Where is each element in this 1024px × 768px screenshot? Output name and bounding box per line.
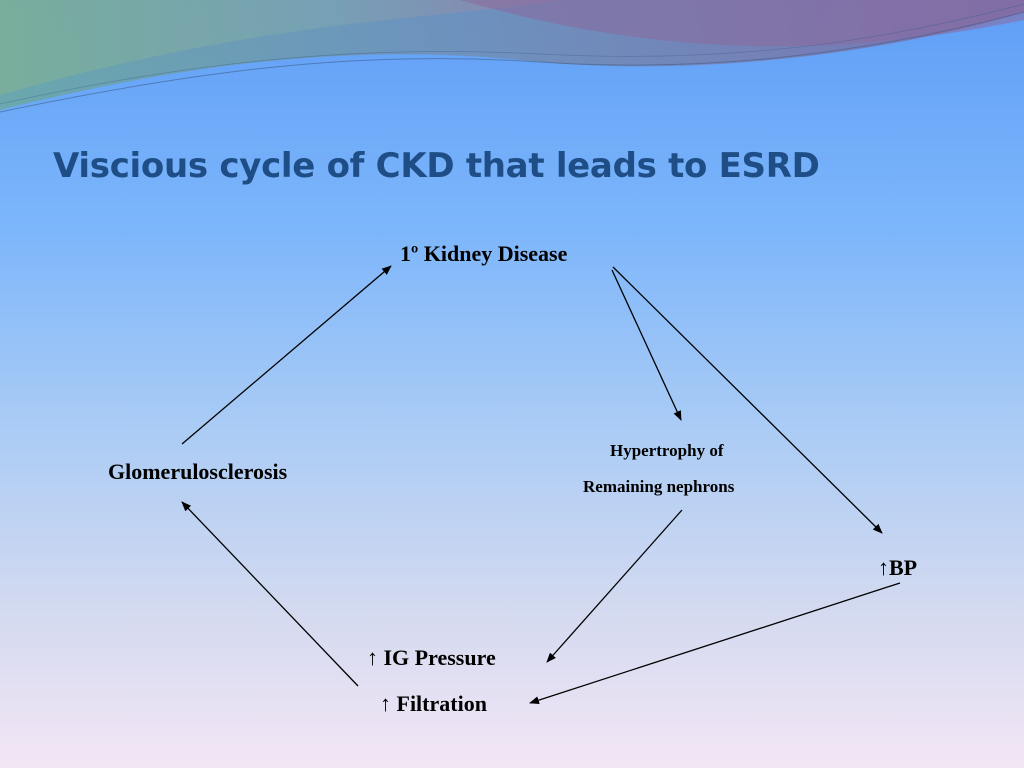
arrow-bp-to-filtration [529, 582, 901, 705]
arrow-glomerulosclerosis-to-kidney-disease [181, 265, 392, 445]
node-bp: ↑BP [878, 555, 918, 580]
header-wave-decoration [0, 0, 1024, 113]
arrow-kidney-disease-to-hypertrophy [611, 269, 682, 421]
arrow-kidney-disease-to-bp [612, 266, 883, 534]
node-glomerulosclerosis: Glomerulosclerosis [108, 459, 288, 484]
node-ig-pressure: ↑ IG Pressure [367, 645, 496, 670]
arrow-filtration-to-glomerulosclerosis [181, 501, 359, 687]
node-hypertrophy-line2: Remaining nephrons [583, 477, 735, 496]
node-filtration: ↑ Filtration [380, 691, 487, 716]
slide-title: Viscious cycle of CKD that leads to ESRD [53, 146, 820, 186]
node-primary-kidney-disease: 1º Kidney Disease [400, 241, 568, 266]
node-hypertrophy-line1: Hypertrophy of [610, 441, 724, 460]
arrow-hypertrophy-to-ig-pressure [546, 509, 683, 663]
